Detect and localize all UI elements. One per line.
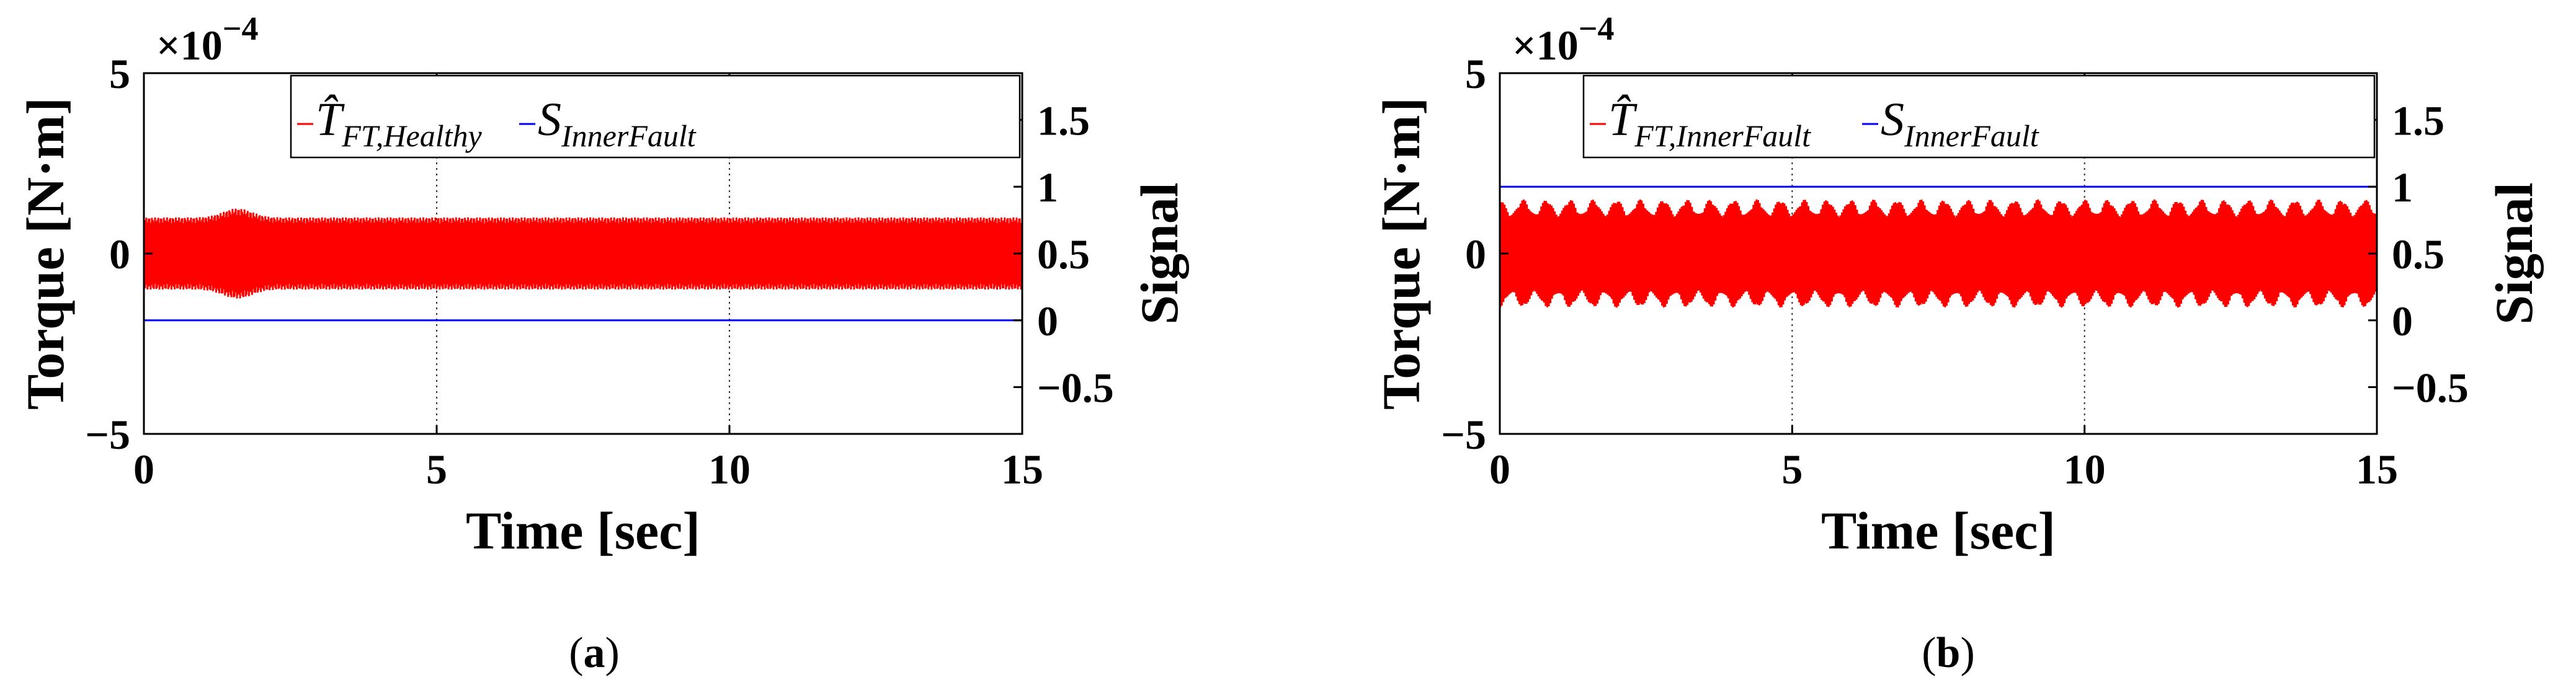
x-tick-label: 0 <box>1489 446 1510 493</box>
exponent-base: ×10 <box>1512 22 1579 69</box>
panel-caption: (a) <box>569 629 620 677</box>
legend-entry-signal: SInnerFault <box>538 94 697 153</box>
legend-entry-signal: SInnerFault <box>1881 94 2039 153</box>
x-axis-label: Time [sec] <box>1821 501 2056 560</box>
legend-subscript: InnerFault <box>561 118 697 153</box>
y-right-tick-label: 1 <box>1037 164 1058 211</box>
y-right-tick-label: 0.5 <box>1037 231 1090 278</box>
legend-box <box>290 74 1021 159</box>
y-left-tick-label: 0 <box>1465 231 1486 278</box>
y-right-tick-label: 1 <box>2392 164 2413 211</box>
legend-symbol: T̂ <box>316 94 345 146</box>
x-tick-label: 15 <box>2356 446 2398 493</box>
y-left-tick-label: 5 <box>109 50 130 97</box>
caption-open: ( <box>569 629 583 677</box>
exponent-base: ×10 <box>156 22 223 69</box>
legend-symbol: S <box>1881 94 1904 146</box>
y-right-tick-label: 0 <box>2392 298 2413 345</box>
x-tick-label: 0 <box>133 446 154 493</box>
x-tick-label: 5 <box>426 446 447 493</box>
series-line-ft-healthy <box>143 208 1023 299</box>
caption-close: ) <box>1960 629 1974 677</box>
y-right-tick-label: 0.5 <box>2392 231 2445 278</box>
y-right-tick-label: 1.5 <box>1037 97 1090 144</box>
y-right-axis-label: Signal <box>1130 182 1189 324</box>
y-left-axis-label: Torque [N·m] <box>1371 97 1431 410</box>
caption-close: ) <box>605 629 620 677</box>
legend-symbol: S <box>538 94 561 146</box>
y-left-tick-label: −5 <box>1441 411 1486 458</box>
legend-subscript: FT,InnerFault <box>1634 118 1811 153</box>
legend-subscript: FT,Healthy <box>341 118 482 153</box>
legend-subscript: InnerFault <box>1904 118 2039 153</box>
panel-caption: (b) <box>1922 629 1975 677</box>
x-tick-label: 15 <box>1001 446 1043 493</box>
y-left-axis-label: Torque [N·m] <box>16 97 75 410</box>
legend-entry-torque: T̂FT,InnerFault <box>1608 94 1811 153</box>
series-line-ft-innerfault <box>1499 199 2378 308</box>
x-tick-label: 5 <box>1781 446 1803 493</box>
y-left-tick-label: −5 <box>85 411 130 458</box>
legend: T̂FT,InnerFault SInnerFault <box>1582 74 2376 159</box>
legend: T̂FT,Healthy SInnerFault <box>290 74 1021 159</box>
caption-label: b <box>1936 629 1961 677</box>
caption-open: ( <box>1922 629 1936 677</box>
legend-symbol: T̂ <box>1608 94 1638 146</box>
y-right-tick-label: −0.5 <box>1037 364 1114 412</box>
y-right-tick-label: 1.5 <box>2392 97 2445 144</box>
y-right-tick-label: −0.5 <box>2392 364 2469 412</box>
y-left-tick-label: 5 <box>1465 50 1486 97</box>
exponent-label: ×10−4 <box>156 10 259 69</box>
legend-box <box>1582 74 2376 159</box>
exponent-power: −4 <box>1579 10 1615 47</box>
y-left-tick-label: 0 <box>109 231 130 278</box>
x-tick-label: 10 <box>2064 446 2106 493</box>
legend-entry-torque: T̂FT,Healthy <box>316 94 483 153</box>
x-axis-label: Time [sec] <box>466 501 700 560</box>
x-tick-label: 10 <box>708 446 751 493</box>
y-right-axis-label: Signal <box>2484 182 2544 324</box>
exponent-label: ×10−4 <box>1512 10 1615 69</box>
caption-label: a <box>584 629 605 677</box>
exponent-power: −4 <box>223 10 259 47</box>
y-right-tick-label: 0 <box>1037 298 1058 345</box>
